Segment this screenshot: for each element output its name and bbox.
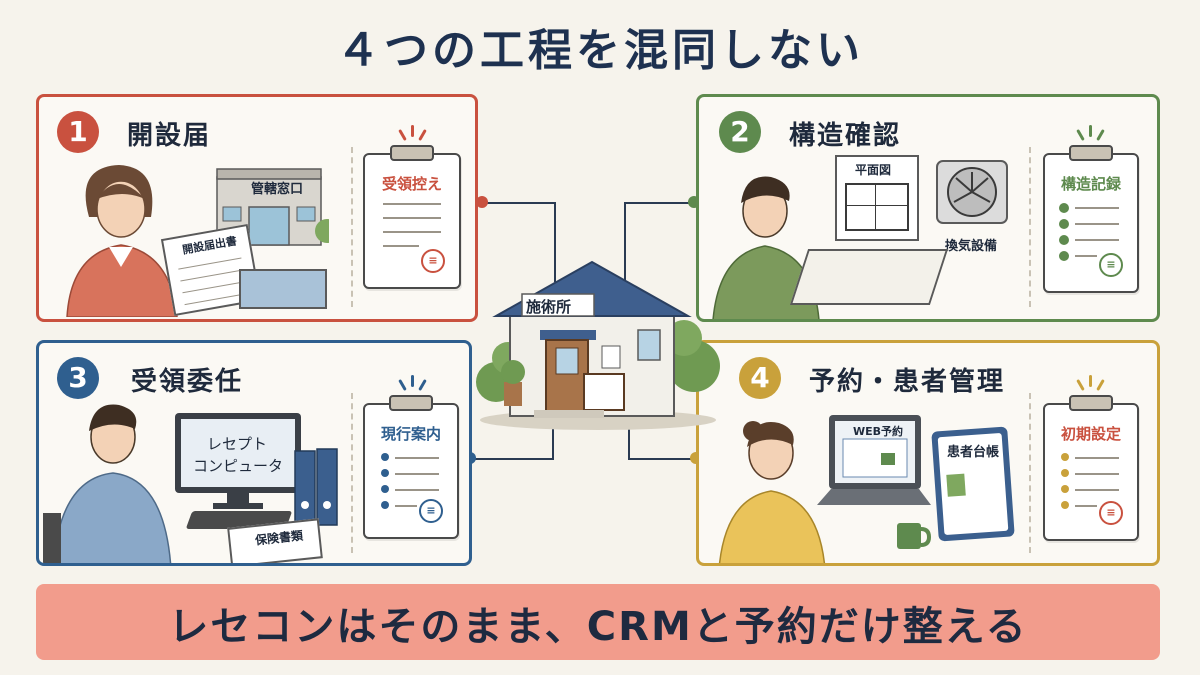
connector-4 — [628, 404, 698, 460]
spark — [411, 375, 414, 387]
structure-clipboard: 構造記録 ≡ — [1043, 145, 1139, 293]
spark — [1076, 379, 1085, 391]
clipboard-2-title: 構造記録 — [1060, 175, 1121, 193]
summary-banner: レセコンはそのまま、CRMと予約だけ整える — [36, 584, 1160, 660]
clipboard-1-title: 受領控え — [381, 175, 442, 193]
connector-1 — [484, 202, 556, 282]
mug-icon — [897, 523, 931, 549]
spark — [398, 129, 407, 141]
step-4-title: 予約・患者管理 — [809, 367, 1006, 397]
spark — [1096, 129, 1105, 141]
connector-3 — [472, 400, 554, 460]
clipboard-3-stamp: ≡ — [419, 499, 443, 523]
step-2-panel: 2 構造確認 平面図 換気設備 構造記録 ≡ — [696, 94, 1160, 322]
clipboard-4-stamp: ≡ — [1099, 501, 1123, 525]
spark — [398, 379, 407, 391]
person-icon — [43, 404, 172, 563]
step-3-title: 受領委任 — [131, 367, 244, 397]
dot-bullet — [1061, 469, 1069, 477]
panel-3-divider — [351, 393, 353, 553]
check-bullet — [1059, 251, 1069, 261]
check-bullet — [1059, 235, 1069, 245]
clipboard-2-stamp: ≡ — [1099, 253, 1123, 277]
web-booking-label: WEB予約 — [853, 425, 904, 438]
guide-clipboard: 現行案内 ≡ — [363, 395, 459, 539]
laptop-icon — [817, 415, 931, 505]
clinic-sign: 施術所 — [526, 298, 572, 316]
house-icon — [476, 260, 720, 430]
connector-dot-1 — [476, 196, 488, 208]
spark — [418, 129, 427, 141]
dot-bullet — [381, 501, 389, 509]
step-2-badge: 2 — [719, 111, 761, 153]
binder-icon — [294, 448, 338, 526]
dot-bullet — [381, 453, 389, 461]
check-bullet — [1059, 203, 1069, 213]
dot-bullet — [381, 469, 389, 477]
blueprint — [789, 249, 949, 305]
panel-1-divider — [351, 147, 353, 307]
step-4-badge: 4 — [739, 357, 781, 399]
monitor-icon — [175, 413, 301, 509]
dot-bullet — [1061, 485, 1069, 493]
computer-label-1: レセプト — [207, 435, 268, 453]
step-1-badge: 1 — [57, 111, 99, 153]
receipt-clipboard: 受領控え ≡ — [363, 145, 461, 289]
spark — [1096, 379, 1105, 391]
ventilation-fan-icon — [936, 160, 1008, 224]
setup-clipboard: 初期設定 ≡ — [1043, 395, 1139, 541]
computer-label-2: コンピュータ — [193, 457, 284, 475]
step-3-panel: 3 受領委任 レセプト コンピュータ 保険書類 現行案内 ≡ — [36, 340, 472, 566]
step-4-panel: 4 予約・患者管理 WEB予約 患者台帳 初期設定 ≡ — [696, 340, 1160, 566]
spark — [1089, 125, 1092, 137]
clipboard-3-title: 現行案内 — [380, 425, 441, 443]
office-label: 管轄窓口 — [251, 182, 304, 197]
document-stack — [239, 269, 327, 309]
step-1-panel: 1 開設届 管轄窓口 開設届出書 受領控え ≡ — [36, 94, 478, 322]
page-title: ４つの工程を混同しない — [336, 25, 864, 76]
summary-banner-text: レセコンはそのまま、CRMと予約だけ整える — [168, 604, 1028, 650]
clipboard-4-title: 初期設定 — [1060, 425, 1121, 443]
step-2-title: 構造確認 — [789, 121, 902, 151]
clipboard-1-stamp: ≡ — [421, 249, 445, 273]
floorplan-label: 平面図 — [855, 163, 892, 177]
spark — [1089, 375, 1092, 387]
dot-bullet — [1061, 501, 1069, 509]
check-bullet — [1059, 219, 1069, 229]
spark — [418, 379, 427, 391]
person-icon — [66, 165, 178, 317]
dot-bullet — [1061, 453, 1069, 461]
person-icon — [718, 421, 826, 563]
spark — [411, 125, 414, 137]
panel-2-divider — [1029, 147, 1031, 307]
ledger-label: 患者台帳 — [947, 445, 1000, 460]
ventilation-label: 換気設備 — [945, 239, 998, 254]
floorplan — [835, 155, 919, 241]
panel-4-divider — [1029, 393, 1031, 553]
spark — [1076, 129, 1085, 141]
connector-2 — [624, 202, 696, 290]
dot-bullet — [381, 485, 389, 493]
step-3-badge: 3 — [57, 357, 99, 399]
step-1-title: 開設届 — [127, 121, 212, 151]
